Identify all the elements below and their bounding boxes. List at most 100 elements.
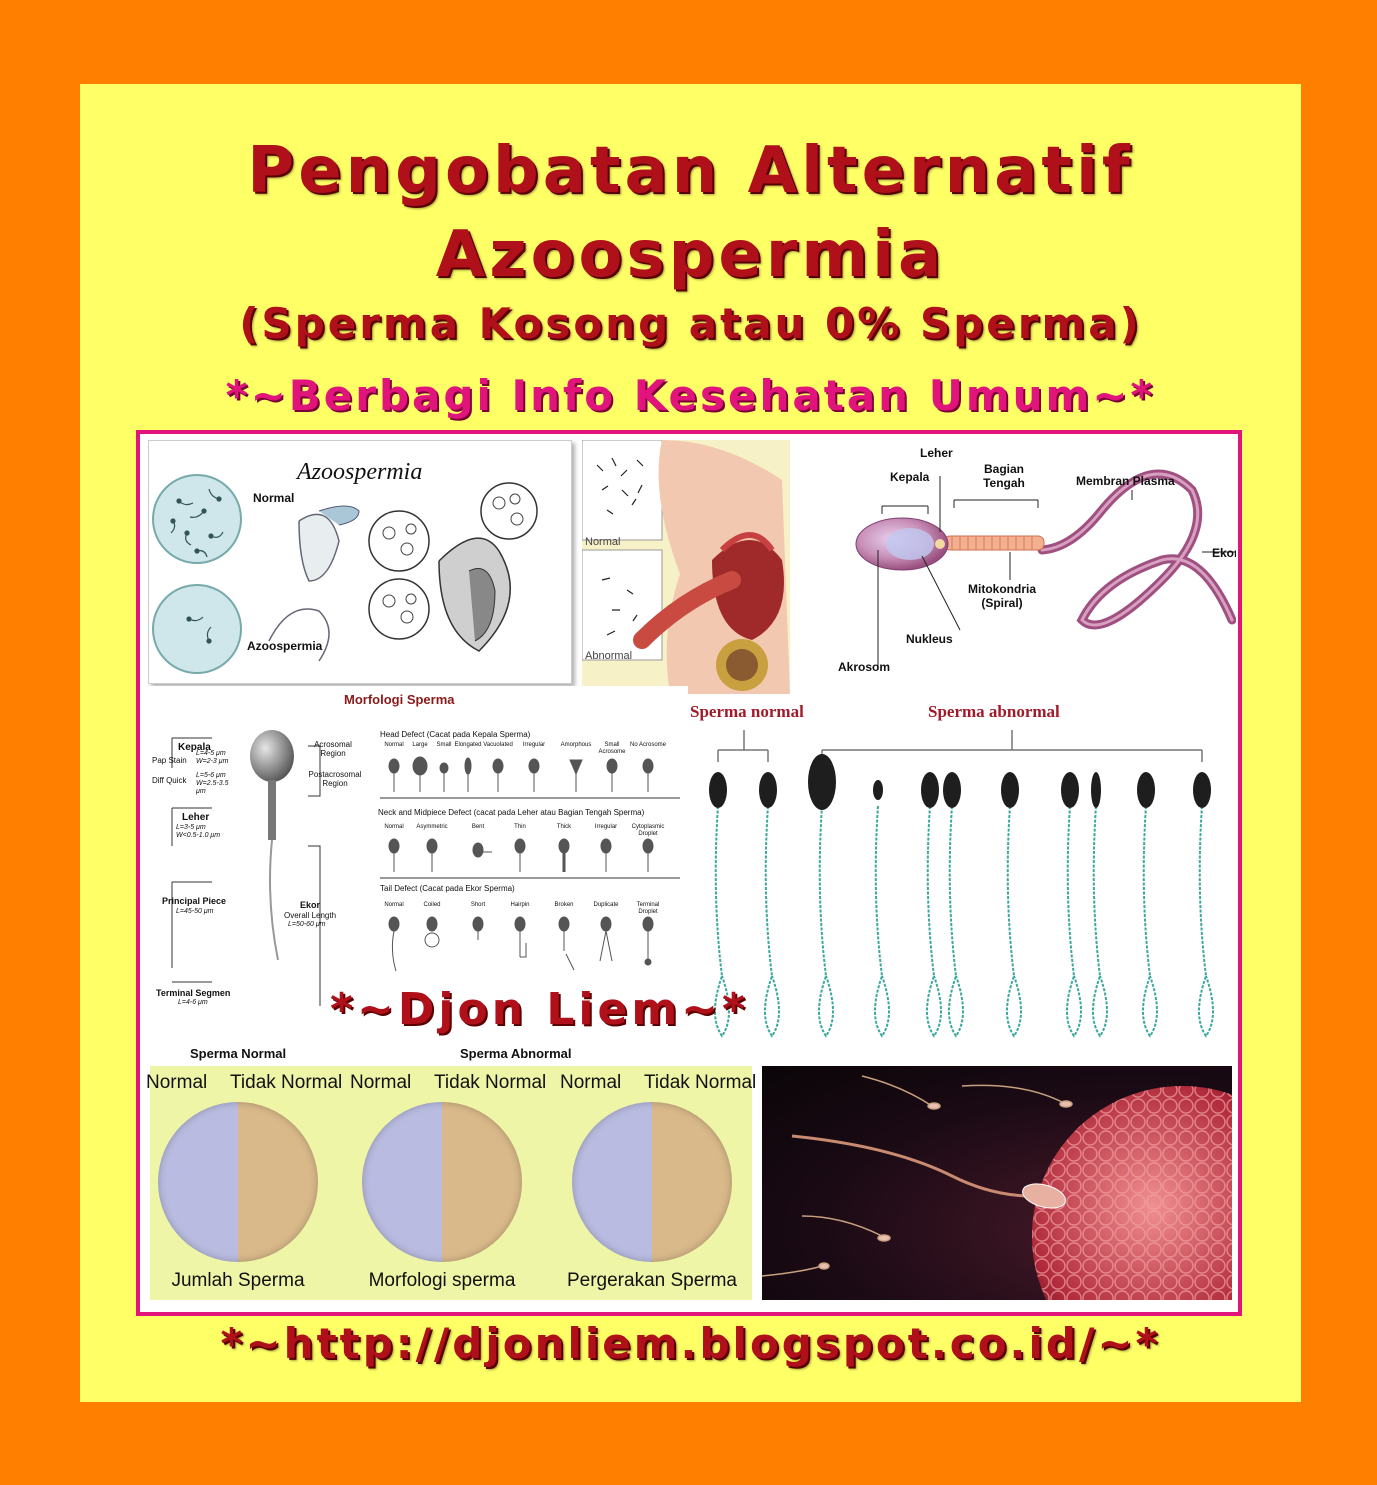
morf-diff-quick: Diff Quick: [152, 776, 187, 785]
head-defect-item: Normal: [384, 742, 404, 748]
morf-acrosomal: Acrosomal Region: [314, 740, 352, 758]
azoo-normal-label: Normal: [253, 491, 295, 505]
circle-normal-label: Normal: [146, 1072, 208, 1093]
comparison-sperm-cell: [759, 772, 780, 1038]
comparison-circle: [362, 1102, 522, 1262]
scrotum-abnormal-label: Abnormal: [585, 650, 633, 662]
morf-terminal-dims: L=4-6 μm: [178, 999, 208, 1006]
title-line-2: Azoospermia: [435, 218, 946, 292]
tail-defect-item: Broken: [554, 902, 574, 908]
circle-normal-label: Normal: [560, 1072, 622, 1093]
morf-principal: Principal Piece: [162, 896, 227, 906]
scrotum-normal-label: Normal: [585, 536, 621, 548]
comparison-sperm-cell: [873, 780, 890, 1038]
head-defect-item: Small: [436, 742, 452, 748]
comparison-sperm-cell: [1137, 772, 1158, 1038]
sperm-comparison-panel: Sperma normal Sperma abnormal: [690, 696, 1236, 1058]
sperm-anatomy-panel: Leher Kepala Bagian Tengah Membran Plasm…: [792, 440, 1236, 694]
tagline: *~Berbagi Info Kesehatan Umum~*: [225, 371, 1156, 420]
morfologi-title: Morfologi Sperma: [344, 692, 455, 707]
tail-defect-item: Coiled: [423, 902, 441, 908]
sperma-abnormal-heading: Sperma Abnormal: [460, 1046, 572, 1061]
anatomy-membran: Membran Plasma: [1076, 474, 1175, 488]
anatomy-kepala: Kepala: [890, 470, 930, 484]
head-defect-item: No Acrosome: [629, 742, 666, 748]
anatomy-akrosom: Akrosom: [838, 660, 891, 674]
head-defect-item: Irregular: [522, 742, 546, 748]
reproductive-illustration: [582, 440, 790, 694]
head-defect-item: Amorphous: [560, 742, 592, 748]
comparison-sperm-cell: [943, 772, 964, 1038]
morf-postacrosomal: Postacrosomal Region: [308, 770, 362, 788]
anatomy-nukleus: Nukleus: [906, 632, 953, 646]
sperma-abnormal-label: Sperma abnormal: [928, 702, 1060, 721]
head-defect-item: Small Acrosome: [598, 742, 626, 755]
azoospermia-title: Azoospermia: [297, 459, 423, 485]
neck-defect-heading: Neck and Midpiece Defect (cacat pada Leh…: [378, 808, 645, 817]
sperma-normal-label: Sperma normal: [690, 702, 804, 721]
comparison-circle: [158, 1102, 318, 1262]
tail-defect-item: Terminal Droplet: [636, 902, 660, 915]
comparison-sperm-cell: [1193, 772, 1214, 1038]
circle-abnormal-label: Tidak Normal: [434, 1072, 547, 1093]
sperm-egg-panel: [762, 1066, 1232, 1300]
head-defect-item: Elongated: [454, 742, 482, 748]
morf-leher: Leher: [182, 812, 210, 823]
comparison-sperm-cell: [1091, 772, 1108, 1038]
tail-defect-item: Duplicate: [593, 902, 619, 908]
morf-diff-dims: L=5-6 μm W=2.5-3.5 μm: [196, 772, 229, 795]
comparison-sperm-cell: [808, 754, 836, 1038]
sperma-normal-heading: Sperma Normal: [190, 1046, 287, 1061]
comparison-circle: [572, 1102, 732, 1262]
morf-pap-stain: Pap Stain: [152, 756, 187, 765]
circle-abnormal-label: Tidak Normal: [644, 1072, 757, 1093]
neck-defect-item: Irregular: [594, 824, 618, 830]
anatomy-mitokondria: Mitokondria (Spiral): [968, 582, 1036, 610]
morf-overall-dims: L=50-60 μm: [288, 921, 326, 928]
neck-defect-item: Bent: [471, 824, 485, 830]
morf-principal-dims: L=45-50 μm: [176, 908, 214, 915]
morf-leher-dims: L=3-5 μm W<0.5-1.0 μm: [176, 824, 221, 839]
azoospermia-panel: Azoospermia: [148, 440, 572, 684]
poster: Pengobatan Alternatif Azoospermia (Sperm…: [80, 84, 1301, 1402]
neck-defect-item: Thick: [556, 824, 572, 830]
tail-defect-item: Hairpin: [510, 902, 530, 908]
comparison-sperm-cell: [1001, 772, 1022, 1038]
neck-defect-item: Asymmetric: [416, 824, 448, 830]
circle-caption: Pergerakan Sperma: [566, 1270, 738, 1291]
tail-defect-item: Short: [470, 902, 486, 908]
circle-normal-label: Normal: [350, 1072, 412, 1093]
anatomy-ekor: Ekor: [1212, 546, 1236, 560]
morf-terminal: Terminal Segmen: [156, 988, 231, 998]
tail-defect-heading: Tail Defect (Cacat pada Ekor Sperma): [380, 884, 515, 893]
anatomy-bagian-tengah: Bagian Tengah: [983, 462, 1025, 490]
morfologi-panel: Morfologi Sperma: [148, 686, 688, 1026]
anatomy-leher: Leher: [920, 446, 953, 460]
comparison-sperm-cell: [1061, 772, 1082, 1038]
azoospermia-illustration: [152, 474, 538, 674]
blog-url: *~http://djonliem.blogspot.co.id/~*: [220, 1319, 1161, 1368]
comparison-sperm-cell: [709, 772, 730, 1038]
head-defect-item: Large: [412, 742, 428, 748]
image-collage: Azoospermia: [136, 430, 1242, 1316]
neck-defect-item: Thin: [514, 824, 526, 830]
morf-kepala: Kepala: [178, 742, 211, 753]
sperm-comparison-illustration: [709, 730, 1214, 1038]
comparison-sperm-cell: [921, 772, 942, 1038]
circle-caption: Jumlah Sperma: [171, 1270, 305, 1291]
circle-abnormal-label: Tidak Normal: [230, 1072, 343, 1093]
morf-pap-dims: L=4-5 μm W=2-3 μm: [196, 750, 229, 765]
djon-liem-watermark: *~Djon Liem~*: [330, 984, 750, 1035]
sperm-anatomy-illustration: [855, 469, 1236, 670]
title-line-1: Pengobatan Alternatif: [247, 134, 1134, 208]
neck-defect-item: Normal: [384, 824, 404, 830]
neck-defect-item: Cytoplasmic Droplet: [631, 824, 665, 837]
head-defect-heading: Head Defect (Cacat pada Kepala Sperma): [380, 730, 531, 739]
subtitle: (Sperma Kosong atau 0% Sperma): [239, 299, 1142, 348]
reproductive-anatomy-panel: Normal Abnormal: [582, 440, 790, 694]
morf-overall: Overall Length: [284, 911, 337, 920]
